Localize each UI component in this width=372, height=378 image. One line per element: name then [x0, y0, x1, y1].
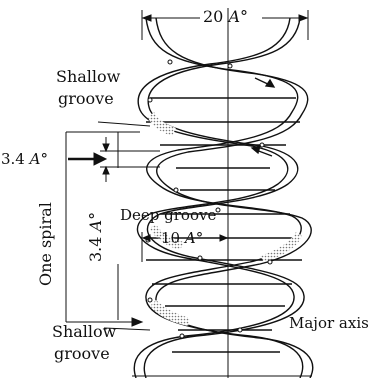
shallow-top-line1: Shallow	[56, 66, 120, 88]
helix-strands	[134, 18, 312, 378]
width-unit: A°	[228, 7, 248, 26]
pitch-unit: A°	[86, 212, 105, 232]
deep-width-unit: A°	[185, 229, 203, 247]
pitch-label: 3.4 A°	[86, 212, 105, 262]
rise-unit: A°	[30, 150, 48, 168]
shallow-groove-top-label: Shallow groove	[56, 66, 120, 110]
one-spiral-label: One spiral	[36, 202, 55, 286]
deep-groove-label: Deep groove	[120, 206, 216, 224]
shallow-groove-bottom-label: Shallow groove	[52, 321, 116, 365]
pitch-value: 3.4	[86, 237, 105, 262]
width-label: 20 A°	[203, 7, 248, 26]
width-value: 20	[203, 7, 223, 26]
shallow-bottom-line1: Shallow	[52, 321, 116, 343]
deep-width-label: 10 A°	[161, 229, 203, 247]
rise-value: 3.4	[1, 150, 25, 168]
leader-lines	[98, 122, 150, 330]
major-axis-label: Major axis	[289, 314, 369, 332]
shallow-top-line2: groove	[56, 88, 120, 110]
deep-width-value: 10	[161, 229, 180, 247]
strand-markers	[146, 60, 272, 338]
shallow-bottom-line2: groove	[52, 343, 116, 365]
rise-label: 3.4 A°	[1, 150, 48, 168]
rise-dimension	[68, 137, 160, 182]
